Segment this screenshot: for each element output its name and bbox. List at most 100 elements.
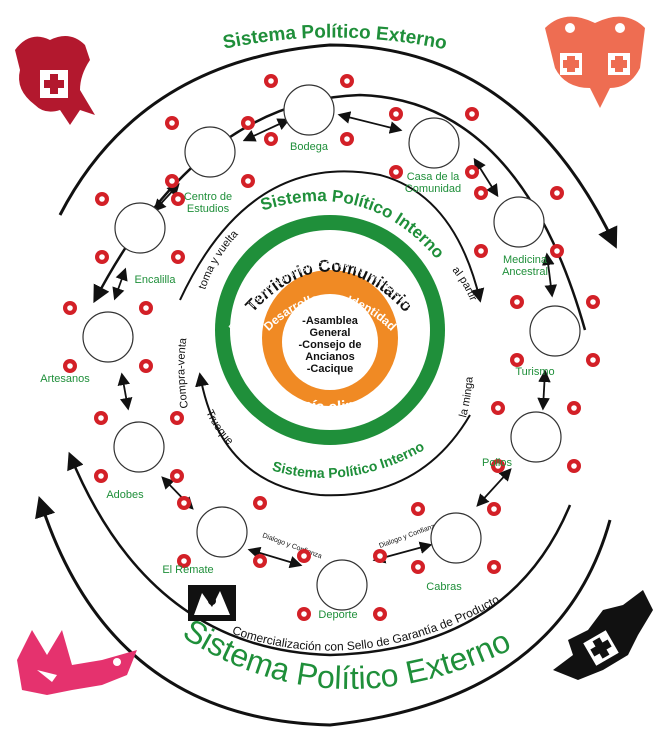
governance-list: -Asamblea General -Consejo de Ancianos -… (299, 315, 362, 375)
seat-dot-center (169, 120, 175, 126)
seat-dot-center (99, 254, 105, 260)
seat-dot-center (469, 169, 475, 175)
seat-dot-center (301, 611, 307, 617)
external-bottom-arrow (35, 495, 612, 727)
node-circle (493, 196, 545, 248)
seat-dot-center (590, 299, 596, 305)
seat-dot-center (478, 248, 484, 254)
node-label-bodega: Bodega (290, 141, 329, 153)
node-circle (113, 421, 165, 473)
seat-dot-center (495, 405, 501, 411)
node-label-adobes: Adobes (106, 489, 144, 501)
seat-dot-center (571, 405, 577, 411)
internal-system-bottom-label: Sistema Político Interno (271, 438, 427, 481)
node-12 (165, 116, 255, 188)
link-arrow (112, 267, 128, 301)
seat-dot-center (181, 558, 187, 564)
node-circle (510, 411, 562, 463)
seat-dot-center (245, 178, 251, 184)
seat-dot-center (67, 363, 73, 369)
seat-dot-center (169, 178, 175, 184)
seat-dot-center (554, 190, 560, 196)
node-6 (411, 502, 501, 574)
link-arrow (476, 468, 512, 507)
node-circle (196, 506, 248, 558)
governance-core (282, 294, 378, 390)
lizard-icon (17, 630, 137, 695)
seat-dot-center (554, 248, 560, 254)
link-arrow (117, 372, 133, 411)
node-1 (264, 74, 354, 146)
node-label-artesanos: Artesanos (40, 373, 90, 385)
seat-dot-center (469, 111, 475, 117)
node-10 (63, 301, 153, 373)
seat-dot-center (174, 473, 180, 479)
seat-dot-center (377, 553, 383, 559)
internal-top-arrow (179, 170, 485, 303)
trueque-label: Trueque (203, 408, 235, 447)
external-system-top-label: Sistema Político Externo (221, 21, 449, 54)
seat-dot-center (344, 136, 350, 142)
dialogo-right-label: Dialogo y Confianza (378, 522, 439, 550)
minga-label: la minga (457, 375, 475, 418)
external-top-arrow (58, 43, 618, 249)
seat-dot-center (301, 553, 307, 559)
node-circle (184, 126, 236, 178)
node-7 (297, 549, 387, 621)
link-arrow (153, 183, 180, 212)
seat-dot-center (590, 357, 596, 363)
node-circle (82, 311, 134, 363)
node-circle (408, 117, 460, 169)
seat-dot-center (344, 78, 350, 84)
node-label-pollos: Pollos (482, 457, 512, 469)
node-circle (114, 202, 166, 254)
seat-dot-center (143, 305, 149, 311)
seat-dot-center (415, 564, 421, 570)
seat-dot-center (175, 254, 181, 260)
link-arrow (537, 369, 551, 411)
seat-dot-center (257, 500, 263, 506)
governance-line: Ancianos (305, 351, 355, 363)
node-label-turismo: Turismo (515, 366, 554, 378)
node-circle (283, 84, 335, 136)
node-label-remate: El Remate (162, 564, 213, 576)
link-arrow (247, 546, 303, 569)
seat-dot-center (377, 611, 383, 617)
seat-dot-center (393, 169, 399, 175)
node-circle (316, 559, 368, 611)
nodes-layer (63, 74, 600, 621)
outer-ring-bottom-arrow (67, 451, 572, 657)
node-circle (430, 512, 482, 564)
seat-dot-center (257, 558, 263, 564)
link-arrow (473, 157, 499, 198)
seat-dot-center (393, 111, 399, 117)
seat-dot-center (495, 463, 501, 469)
compra-label: Compra-venta (175, 336, 191, 409)
seat-dot-center (98, 473, 104, 479)
governance-line: -Cacique (307, 363, 353, 375)
logo-icon (188, 585, 236, 621)
node-9 (94, 411, 184, 483)
node-4 (510, 295, 600, 367)
node-8 (177, 496, 267, 568)
node-5 (491, 401, 581, 473)
node-11 (95, 192, 185, 264)
seat-dot-center (143, 363, 149, 369)
internal-bottom-arrow (195, 372, 471, 497)
seat-dot-center (415, 506, 421, 512)
seat-dot-center (99, 196, 105, 202)
seat-dot-center (514, 357, 520, 363)
seat-dot-center (478, 190, 484, 196)
link-arrow (337, 111, 403, 134)
seat-dot-center (514, 299, 520, 305)
governance-line: -Consejo de (299, 339, 362, 351)
seat-dot-center (491, 564, 497, 570)
node-2 (389, 107, 479, 179)
governance-line: General (310, 327, 351, 339)
